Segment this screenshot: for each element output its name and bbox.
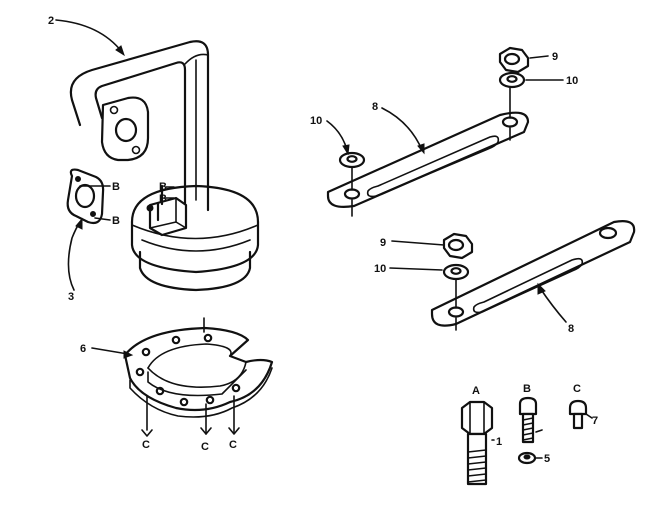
- callout-screw-c: 7: [592, 415, 598, 427]
- screw-c: [568, 399, 588, 430]
- callout-bolt-a: 1: [496, 436, 502, 448]
- letter-b-gasket-lower: B: [112, 215, 120, 227]
- callout-nut-lower: 9: [380, 237, 386, 249]
- legend-letter-b: B: [523, 383, 531, 395]
- washer-lower: [442, 263, 470, 281]
- legend-letter-c: C: [573, 383, 581, 395]
- muffler: [130, 184, 260, 292]
- bolt-a: [460, 400, 494, 486]
- lockwasher: [517, 451, 537, 465]
- callout-washer-upper-right: 10: [566, 75, 578, 87]
- leader-lines: [55, 19, 593, 459]
- deflector: [123, 317, 274, 418]
- strap-lower: [430, 220, 636, 331]
- callout-lockwasher: 5: [544, 453, 550, 465]
- callout-washer-upper-left: 10: [310, 115, 322, 127]
- gasket: [66, 168, 105, 225]
- letter-b-muffler-lower: B: [159, 193, 167, 205]
- letter-b-muffler-upper: B: [159, 181, 167, 193]
- nut-lower: [442, 232, 474, 260]
- callout-gasket: 3: [68, 291, 74, 303]
- callout-deflector: 6: [80, 343, 86, 355]
- letter-c-left: C: [142, 439, 150, 451]
- washer-upper-left: [338, 151, 366, 169]
- strap-upper: [326, 87, 530, 217]
- callout-nut-upper: 9: [552, 51, 558, 63]
- letter-c-mid: C: [201, 441, 209, 453]
- screw-b: [518, 396, 538, 444]
- letter-c-right: C: [229, 439, 237, 451]
- legend-letter-a: A: [472, 385, 480, 397]
- callout-strap-upper: 8: [372, 101, 378, 113]
- washer-upper-right: [498, 71, 526, 89]
- callout-strap-lower: 8: [568, 323, 574, 335]
- exhaust-pipe: [69, 40, 210, 212]
- nut-upper: [498, 46, 530, 74]
- callout-exhaust-pipe: 2: [48, 15, 54, 27]
- callout-washer-lower: 10: [374, 263, 386, 275]
- letter-b-gasket-upper: B: [112, 181, 120, 193]
